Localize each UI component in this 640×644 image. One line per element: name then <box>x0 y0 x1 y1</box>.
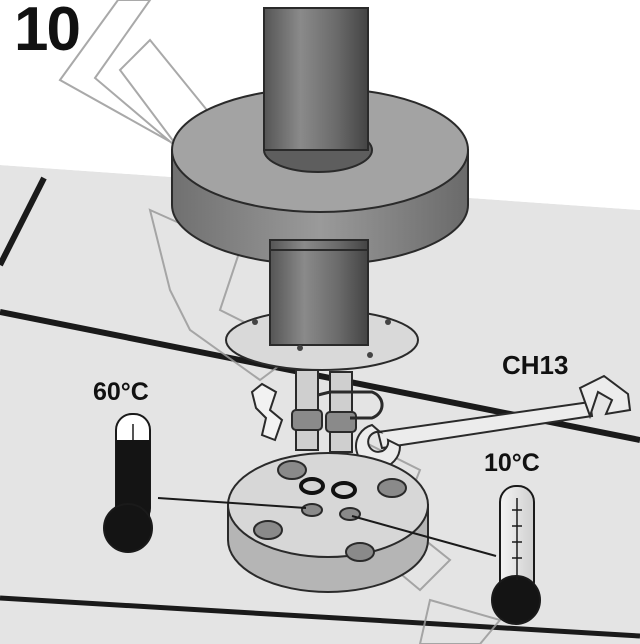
leader-line-cold <box>351 515 497 557</box>
hot-temperature-label: 60°C <box>93 378 149 406</box>
thermometer-cold-icon <box>491 485 541 625</box>
wrench-size-label: CH13 <box>502 350 569 380</box>
spring-clip-icon <box>250 382 284 442</box>
pipe-fittings <box>291 369 384 453</box>
thermometer-hot-icon <box>103 413 153 553</box>
base-plate <box>227 452 429 593</box>
large-flange <box>171 7 469 266</box>
open-end-wrench-icon <box>355 374 632 470</box>
cold-temperature-label: 10°C <box>484 449 540 477</box>
leader-line-hot <box>157 497 307 509</box>
small-flange <box>225 249 419 371</box>
step-number: 10 <box>14 0 81 64</box>
